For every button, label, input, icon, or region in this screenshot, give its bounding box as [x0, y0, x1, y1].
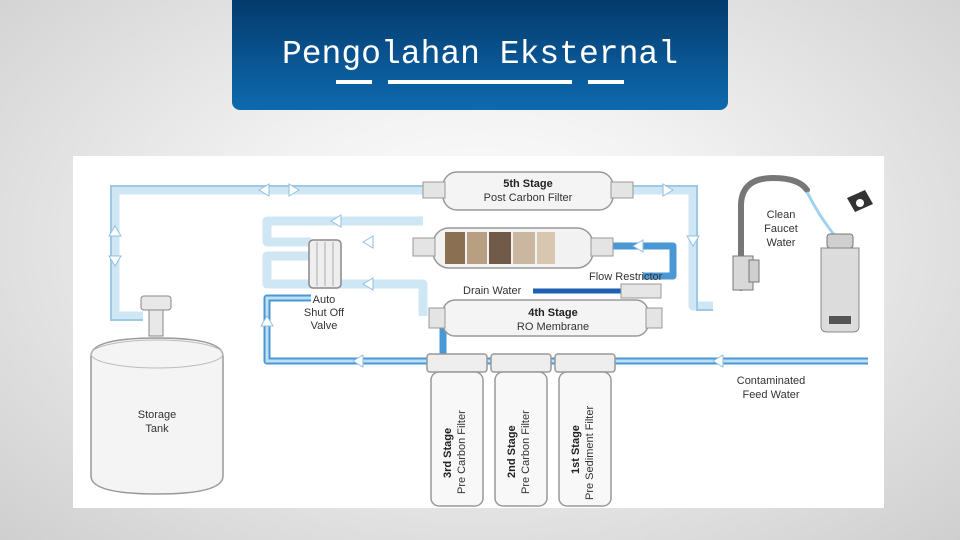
- flow-restrictor: [620, 283, 662, 299]
- feed-water-label-2: Feed Water: [742, 389, 799, 401]
- title-banner: Pengolahan Eksternal: [232, 0, 728, 110]
- stage3-desc: Pre Carbon Filter: [456, 410, 468, 494]
- storage-tank: Storage Tank: [90, 295, 224, 495]
- title-underline-3: [588, 80, 624, 84]
- ro-system-diagram: 5th Stage Post Carbon Filter Auto Shut O…: [73, 156, 884, 508]
- stage5-desc: Post Carbon Filter: [484, 192, 573, 204]
- tank-label-1: Storage: [138, 409, 177, 421]
- title-underline-1: [336, 80, 372, 84]
- water-bottle: [820, 233, 860, 333]
- flow-arrows: [108, 183, 724, 368]
- clean-water-label-3: Water: [767, 237, 796, 249]
- stage2-pre-carbon-filter: 2nd Stage Pre Carbon Filter: [490, 353, 552, 507]
- shutoff-label-3: Valve: [311, 320, 338, 332]
- drain-water-label: Drain Water: [463, 285, 522, 297]
- stage4-desc: RO Membrane: [517, 321, 589, 333]
- stage2-desc: Pre Carbon Filter: [520, 410, 532, 494]
- clean-water-label-2: Faucet: [764, 223, 798, 235]
- flow-restrictor-label: Flow Restrictor: [589, 271, 663, 283]
- stage1-name: 1st Stage: [570, 425, 582, 474]
- mineral-filter: [412, 227, 614, 269]
- auto-shutoff-valve: Auto Shut Off Valve: [304, 239, 345, 332]
- faucet: Clean Faucet Water: [732, 174, 837, 291]
- clean-water-pipes: [110, 185, 713, 321]
- page-title: Pengolahan Eksternal: [281, 36, 679, 73]
- stage5-post-carbon-filter: 5th Stage Post Carbon Filter: [422, 171, 634, 211]
- stage4-ro-membrane: 4th Stage RO Membrane: [428, 299, 663, 337]
- title-underline-2: [388, 80, 572, 84]
- stage1-desc: Pre Sediment Filter: [584, 406, 596, 500]
- feed-water-label-1: Contaminated: [737, 375, 806, 387]
- tank-label-2: Tank: [145, 423, 169, 435]
- stage1-pre-sediment-filter: 1st Stage Pre Sediment Filter: [554, 353, 616, 507]
- clean-water-label-1: Clean: [767, 209, 796, 221]
- stage2-name: 2nd Stage: [506, 425, 518, 478]
- shutoff-label-2: Shut Off: [304, 307, 345, 319]
- stage5-name: 5th Stage: [503, 178, 553, 190]
- shutoff-label-1: Auto: [313, 294, 336, 306]
- stage4-name: 4th Stage: [528, 307, 578, 319]
- stage3-pre-carbon-filter: 3rd Stage Pre Carbon Filter: [426, 353, 488, 507]
- bottle-cap-icon: [847, 190, 873, 212]
- stage3-name: 3rd Stage: [442, 428, 454, 478]
